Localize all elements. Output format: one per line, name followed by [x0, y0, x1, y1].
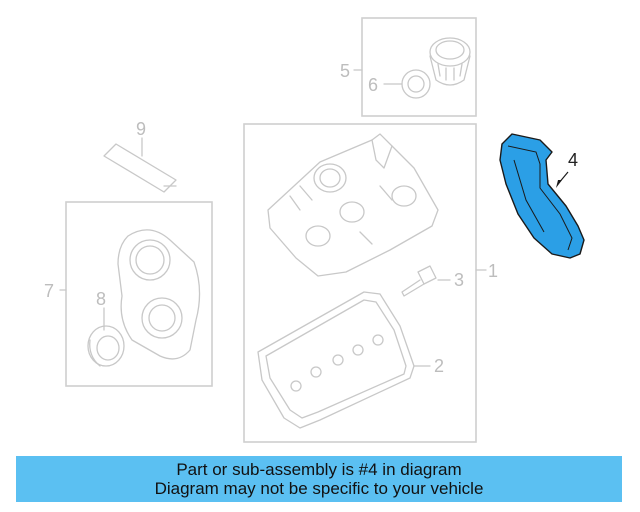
- bolt-part-3: [401, 265, 437, 297]
- crank-seal-part-8: [87, 325, 125, 367]
- timing-cover-part-7: [117, 229, 201, 360]
- callout-8: 8: [96, 289, 106, 309]
- callout-5: 5: [340, 61, 350, 81]
- callout-7: 7: [44, 281, 54, 301]
- seal-ring-part-6: [401, 69, 431, 99]
- group-box-5: [361, 17, 477, 117]
- info-banner: Part or sub-assembly is #4 in diagram Di…: [16, 456, 622, 502]
- callout-6: 6: [368, 75, 378, 95]
- valve-cover-gasket-part-2: [257, 291, 415, 429]
- oil-filler-cap: [429, 37, 471, 86]
- leader-lines: [59, 69, 569, 367]
- part-4-shape[interactable]: [499, 133, 585, 259]
- banner-line-2: Diagram may not be specific to your vehi…: [154, 479, 484, 498]
- callout-2: 2: [434, 356, 444, 376]
- callout-3: 3: [454, 270, 464, 290]
- group-box-7: [65, 201, 213, 387]
- gasket-strip-part-9: [103, 143, 177, 193]
- callout-4: 4: [568, 150, 578, 170]
- callout-9: 9: [136, 119, 146, 139]
- highlighted-part-4[interactable]: [499, 133, 585, 259]
- callout-1: 1: [488, 261, 498, 281]
- banner-line-1: Part or sub-assembly is #4 in diagram: [176, 460, 462, 479]
- valve-cover-part-1: [267, 133, 439, 277]
- group-box-1: [243, 123, 477, 443]
